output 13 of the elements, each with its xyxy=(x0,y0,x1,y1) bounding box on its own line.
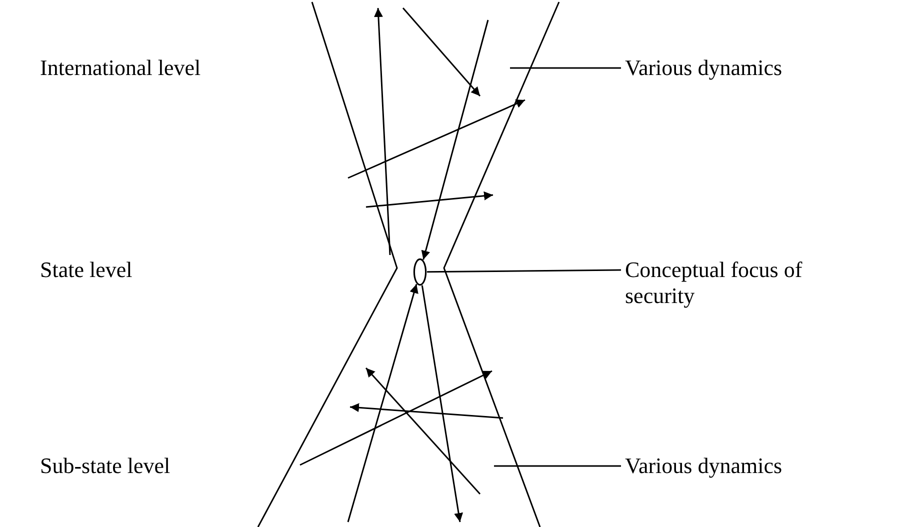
leader-line xyxy=(510,67,621,69)
level-label: International level xyxy=(40,55,201,81)
level-label: Sub-state level xyxy=(40,453,170,479)
focus-label: Conceptual focus of security xyxy=(625,257,845,309)
leader-line xyxy=(494,465,621,467)
arrow xyxy=(347,284,418,522)
leader-line xyxy=(427,269,621,273)
arrow xyxy=(421,285,464,522)
dynamics-label: Various dynamics xyxy=(625,453,825,479)
focus-ellipse xyxy=(413,258,427,286)
dynamics-label: Various dynamics xyxy=(625,55,825,81)
level-label: State level xyxy=(40,257,132,283)
arrow xyxy=(421,20,489,260)
